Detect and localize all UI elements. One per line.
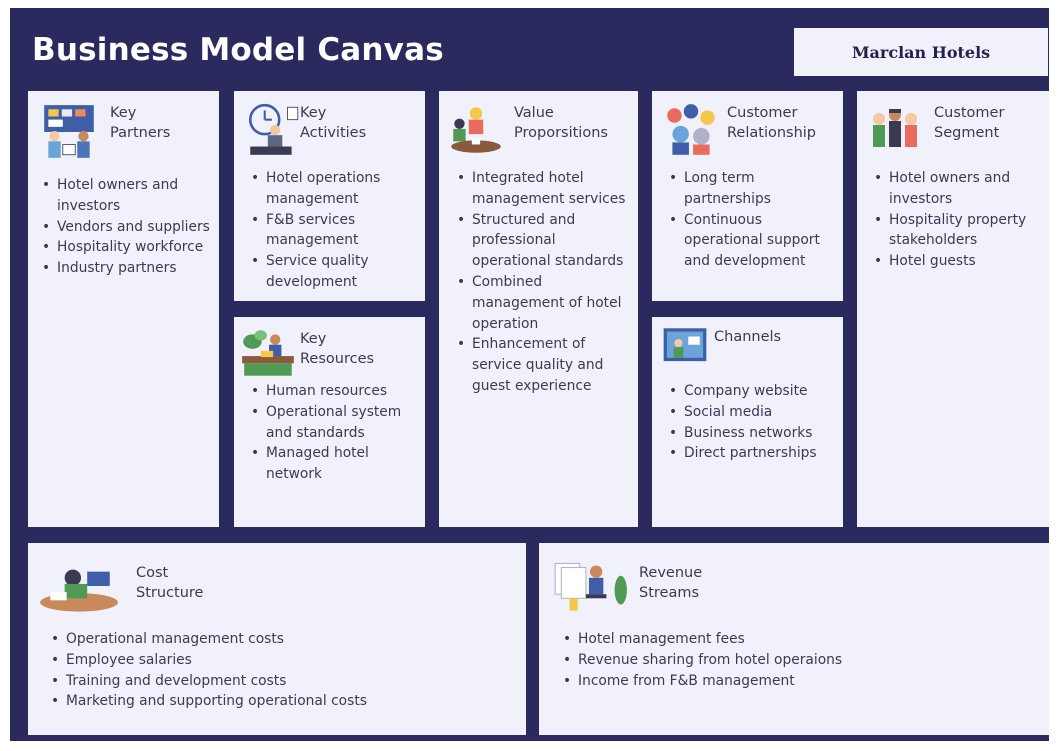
group-people-illustration-icon xyxy=(667,104,715,155)
desk-plants-illustration-icon xyxy=(242,330,294,376)
list-item: Social media xyxy=(667,402,843,423)
list-item: Hospitality property stakeholders xyxy=(872,210,1048,252)
tired-worker-illustration-icon xyxy=(40,569,118,612)
page-title: Business Model Canvas xyxy=(32,32,444,68)
people-table-illustration-icon xyxy=(451,107,501,153)
bullet-list: Hotel management fees Revenue sharing fr… xyxy=(561,629,1031,691)
bullet-list: Company website Social media Business ne… xyxy=(667,381,843,464)
bullet-list: Hotel owners and investors Vendors and s… xyxy=(40,175,212,279)
list-item: Enhancement of service quality and guest… xyxy=(455,334,635,396)
block-title: Key Partners xyxy=(110,105,171,141)
manager-working-illustration-icon xyxy=(248,103,299,155)
block-title: Customer Relationship xyxy=(727,105,817,141)
list-item: F&B services management xyxy=(249,210,421,252)
list-item: Human resources xyxy=(249,381,421,402)
canvas-background: Business Model Canvas Marclan Hotels Key… xyxy=(10,8,1049,741)
value-propositions-block: Value Proporsitions Integrated hotel man… xyxy=(439,91,638,527)
list-item: Industry partners xyxy=(40,258,212,279)
bullet-list: Hotel operations management F&B services… xyxy=(249,168,421,293)
list-item: Service quality development xyxy=(249,251,421,293)
list-item: Structured and professional operational … xyxy=(455,210,635,272)
key-resources-block: Key Resources Human resources Operationa… xyxy=(234,317,425,527)
key-activities-block: Key Activities Hotel operations manageme… xyxy=(234,91,425,301)
list-item: Revenue sharing from hotel operaions xyxy=(561,650,1031,671)
screen-illustration-icon xyxy=(663,328,707,362)
cost-structure-block: Cost Structure Operational management co… xyxy=(28,543,526,735)
bullet-list: Hotel owners and investors Hospitality p… xyxy=(872,168,1048,272)
list-item: Hotel owners and investors xyxy=(872,168,1048,210)
list-item: Direct partnerships xyxy=(667,443,843,464)
channels-block: Channels Company website Social media Bu… xyxy=(652,317,843,527)
meeting-people-illustration-icon xyxy=(44,105,94,158)
block-title: Cost Structure xyxy=(136,565,204,601)
company-name-box: Marclan Hotels xyxy=(794,28,1048,76)
list-item: Company website xyxy=(667,381,843,402)
customer-segment-block: Customer Segment Hotel owners and invest… xyxy=(857,91,1049,527)
list-item: Hotel operations management xyxy=(249,168,421,210)
person-chair-illustration-icon xyxy=(554,562,627,611)
bullet-list: Integrated hotel management services Str… xyxy=(455,168,635,397)
list-item: Operational management costs xyxy=(49,629,509,650)
block-title: Revenue Streams xyxy=(639,565,703,601)
bullet-list: Human resources Operational system and s… xyxy=(249,381,421,485)
block-title: Value Proporsitions xyxy=(514,105,608,141)
list-item: Managed hotel network xyxy=(249,443,421,485)
block-title: Key Resources xyxy=(300,331,375,367)
list-item: Hotel management fees xyxy=(561,629,1031,650)
customer-relationship-block: Customer Relationship Long term partners… xyxy=(652,91,843,301)
list-item: Hospitality workforce xyxy=(40,237,212,258)
revenue-streams-block: Revenue Streams Hotel management fees Re… xyxy=(539,543,1049,735)
key-partners-block: Key Partners Hotel owners and investors … xyxy=(28,91,219,527)
list-item: Business networks xyxy=(667,423,843,444)
list-item: Income from F&B management xyxy=(561,671,1031,692)
block-title: Customer Segment xyxy=(934,105,1005,141)
list-item: Vendors and suppliers xyxy=(40,217,212,238)
list-item: Operational system and standards xyxy=(249,402,421,444)
list-item: Employee salaries xyxy=(49,650,509,671)
list-item: Continuous operational support and devel… xyxy=(667,210,843,272)
list-item: Hotel owners and investors xyxy=(40,175,212,217)
list-item: Hotel guests xyxy=(872,251,1048,272)
list-item: Marketing and supporting operational cos… xyxy=(49,691,509,712)
list-item: Combined management of hotel operation xyxy=(455,272,635,334)
crowd-illustration-icon xyxy=(873,109,917,147)
block-title: Key Activities xyxy=(300,105,367,141)
bullet-list: Long term partnerships Continuous operat… xyxy=(667,168,843,272)
bullet-list: Operational management costs Employee sa… xyxy=(49,629,509,712)
block-title: Channels xyxy=(714,329,782,345)
list-item: Integrated hotel management services xyxy=(455,168,635,210)
list-item: Training and development costs xyxy=(49,671,509,692)
list-item: Long term partnerships xyxy=(667,168,843,210)
